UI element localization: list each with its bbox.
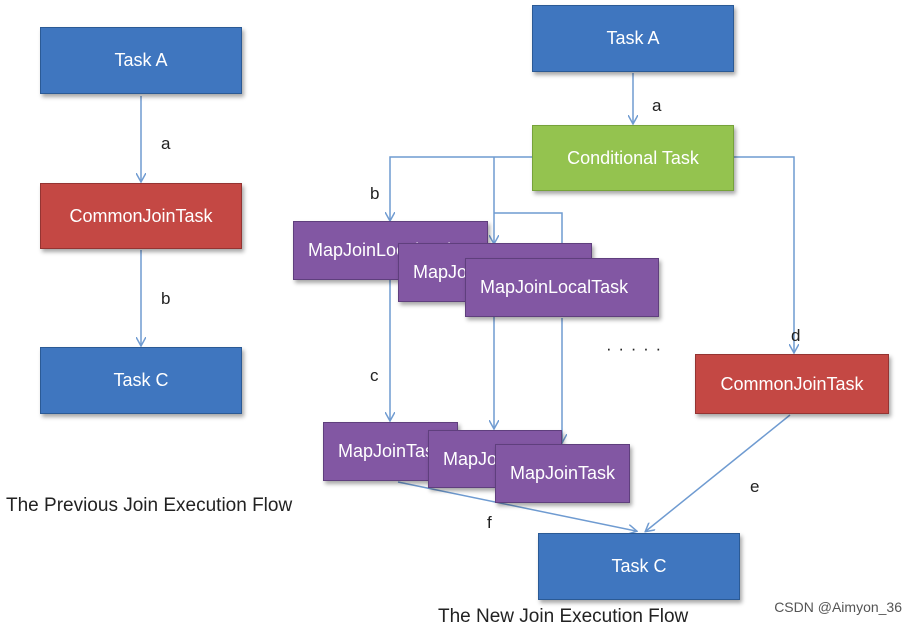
prev-task-a-label: Task A [114, 50, 168, 70]
new-edge-e-label: e [750, 477, 760, 496]
arrow-f [397, 481, 636, 531]
new-common-join-task-box: CommonJoinTask [695, 354, 889, 414]
new-task-c-label: Task C [611, 556, 667, 576]
mapjoin-local-task-box-3: MapJoinLocalTask [465, 258, 659, 317]
prev-common-join-task-label: CommonJoinTask [69, 205, 213, 226]
new-task-a-box: Task A [532, 5, 734, 72]
watermark: CSDN @Aimyon_36 [774, 599, 902, 615]
new-edge-c-label: c [370, 366, 379, 385]
mapjoin-local-task-label-3: MapJoinLocalTask [480, 277, 629, 297]
new-edge-f-label: f [487, 513, 492, 532]
new-common-join-task-label: CommonJoinTask [720, 373, 864, 394]
prev-edge-a-label: a [161, 134, 171, 153]
prev-task-c-box: Task C [40, 347, 242, 414]
mapjoin-task-box-3: MapJoinTask [495, 444, 630, 503]
prev-common-join-task-box: CommonJoinTask [40, 183, 242, 249]
new-edge-d-label: d [791, 326, 801, 345]
new-task-a-label: Task A [606, 28, 660, 48]
arrow-b-right [390, 156, 532, 220]
prev-task-c-label: Task C [113, 370, 169, 390]
conditional-task-box: Conditional Task [532, 125, 734, 191]
prev-edge-b-label: b [161, 289, 171, 308]
mapjoin-task-label-1: MapJoinTask [338, 441, 444, 461]
ellipsis-more-tasks: · · · · · [606, 339, 663, 358]
arrow-e [646, 414, 791, 531]
arrow-d [733, 156, 794, 352]
conditional-task-label: Conditional Task [567, 147, 699, 168]
new-edge-a-label: a [652, 96, 662, 115]
mapjoin-task-label-3: MapJoinTask [510, 463, 616, 483]
prev-task-a-box: Task A [40, 27, 242, 94]
new-edge-b-label: b [370, 184, 380, 203]
new-task-c-box: Task C [538, 533, 740, 600]
new-flow-caption: The New Join Execution Flow [438, 606, 689, 627]
prev-flow-caption: The Previous Join Execution Flow [6, 495, 293, 516]
